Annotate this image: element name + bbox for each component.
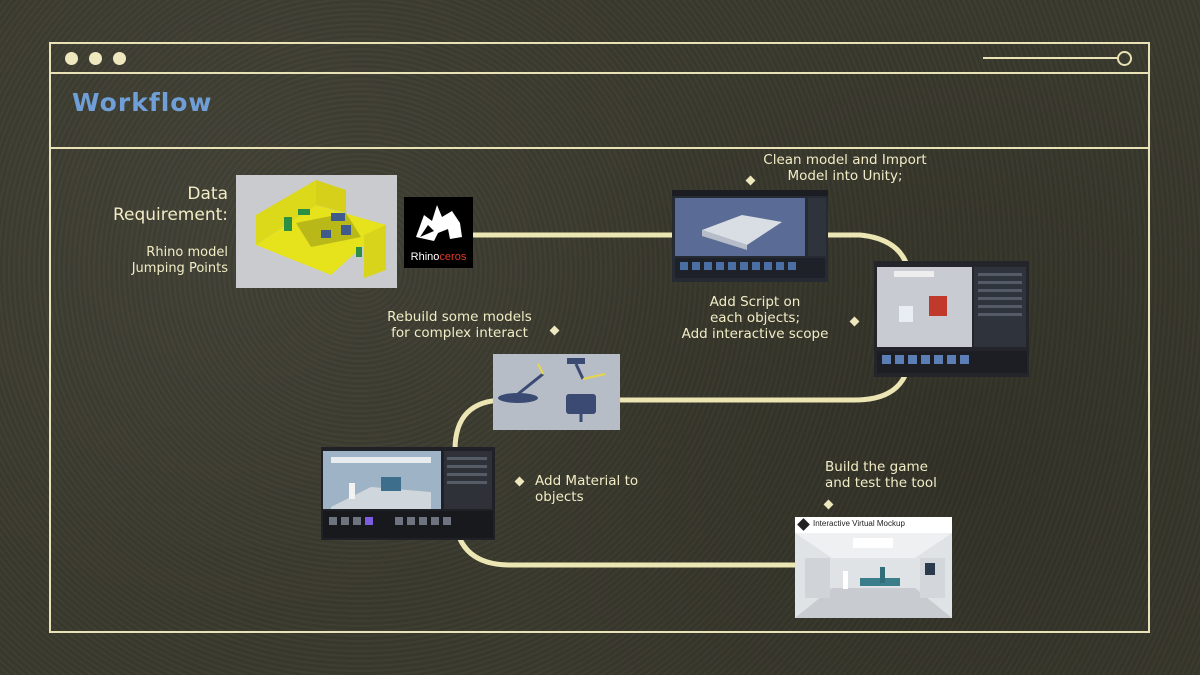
rhino-model-screenshot [236,175,397,288]
header-divider [51,72,1148,74]
step-material-label: Add Material to objects [535,473,685,505]
requirement-item: Rhino model [146,245,228,260]
data-requirement-heading: Data Requirement: [60,184,228,226]
rhinoceros-logo: Rhinoceros [404,197,473,268]
step-import-label: Clean model and Import Model into Unity; [720,152,970,184]
step-text: Add Material to [535,473,639,489]
heading-line-1: Data [187,184,228,204]
heading-line-2: Requirement: [112,205,228,225]
slider-knob [1117,51,1132,66]
step-text: Build the game [825,459,928,475]
step-build-label: Build the game and test the tool [825,459,1005,491]
page-title: Workflow [72,88,213,117]
slide-frame: Workflow [49,42,1150,633]
rebuild-models-screenshot [493,354,620,430]
step-script-label: Add Script on each objects; Add interact… [650,294,860,342]
step-text: Clean model and Import [763,152,927,168]
game-window-title: Interactive Virtual Mockup [813,519,905,528]
rhino-icon [416,205,462,241]
step-text: for complex interact [391,325,528,341]
window-dot-1 [65,52,78,65]
step-text: Add interactive scope [681,326,829,342]
step-text: Rebuild some models [387,309,532,325]
step-text: and test the tool [825,475,937,491]
requirement-item: Jumping Points [131,261,228,276]
step-text: Model into Unity; [787,168,903,184]
step-text: each objects; [709,310,801,326]
step-rebuild-label: Rebuild some models for complex interact [362,309,557,341]
add-material-screenshot [321,447,495,540]
title-divider [51,147,1148,149]
unity-icon [797,518,810,531]
slider-track [983,57,1118,59]
step-text: objects [535,489,584,505]
unity-import-screenshot [672,190,828,282]
logo-text-rhino: Rhino [410,251,440,263]
step-text: Add Script on [709,294,801,310]
window-dot-2 [89,52,102,65]
data-requirement-list: Rhino model Jumping Points [60,245,228,277]
logo-text-ceros: ceros [439,251,467,263]
final-game-window: Interactive Virtual Mockup [795,517,952,618]
window-dot-3 [113,52,126,65]
game-title-bar: Interactive Virtual Mockup [795,517,952,534]
unity-script-screenshot [874,261,1029,377]
